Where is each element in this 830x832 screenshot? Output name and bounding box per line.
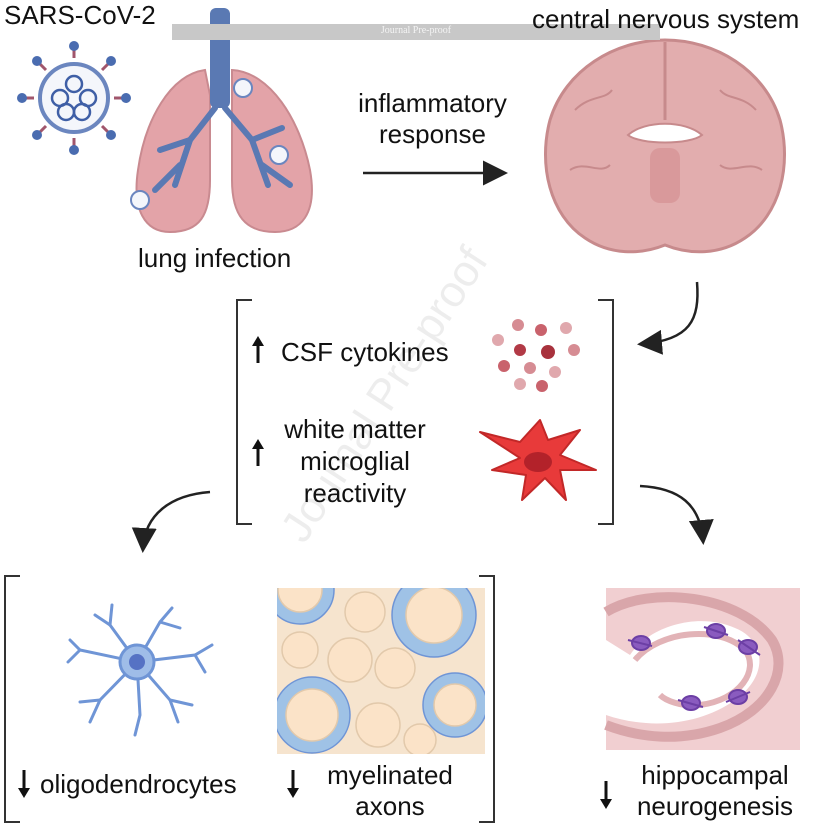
inflammatory-label-line1: inflammatory <box>358 88 507 118</box>
hippocampus-image <box>603 588 800 750</box>
myelin-label-line2: axons <box>355 791 425 821</box>
increase-arrow-icon <box>252 336 264 363</box>
to-neurogenesis-arrow <box>639 484 714 545</box>
microglial-reactivity-label: white matter microglial reactivity <box>270 413 440 509</box>
hippo-label-line1: hippocampal <box>641 760 789 790</box>
lung-infection-label: lung infection <box>138 243 292 273</box>
microglia-label-line1: white matter <box>284 414 426 444</box>
hippocampal-neurogenesis-label: hippocampal neurogenesis <box>620 760 810 822</box>
white-matter-bracket <box>4 575 495 823</box>
cytokines-icon <box>492 319 580 392</box>
journal-banner: Journal Pre-proof <box>172 24 660 40</box>
cns-title: central nervous system <box>532 4 800 34</box>
virus-icon <box>17 41 131 155</box>
journal-banner-text: Journal Pre-proof <box>380 25 452 36</box>
myelin-label-line1: myelinated <box>327 760 453 790</box>
myelinated-axons-label: myelinated axons <box>305 760 475 822</box>
csf-cytokines-label: CSF cytokines <box>281 337 449 367</box>
increase-arrow-icon <box>252 439 264 466</box>
oligodendrocytes-label: oligodendrocytes <box>40 769 237 799</box>
myelinated-axons-image <box>277 588 485 754</box>
virus-title: SARS-CoV-2 <box>4 0 156 30</box>
hippo-label-line2: neurogenesis <box>636 791 794 821</box>
microglia-label-line3: reactivity <box>303 478 407 508</box>
mechanisms-bracket <box>236 299 614 525</box>
microglia-icon <box>479 419 597 501</box>
decrease-arrow-icon <box>18 770 30 798</box>
decrease-arrow-icon <box>600 781 612 809</box>
to-oligodendrocytes-arrow <box>131 490 211 553</box>
cns-to-mechanisms-arrow <box>637 281 699 355</box>
lungs-icon <box>130 8 313 234</box>
inflammatory-response-label: inflammatory response <box>335 88 530 150</box>
brain-icon <box>543 38 787 254</box>
oligodendrocyte-icon <box>66 603 214 737</box>
microglia-label-line2: microglial <box>300 446 410 476</box>
inflammatory-label-line2: response <box>379 119 486 149</box>
decrease-arrow-icon <box>287 770 299 798</box>
